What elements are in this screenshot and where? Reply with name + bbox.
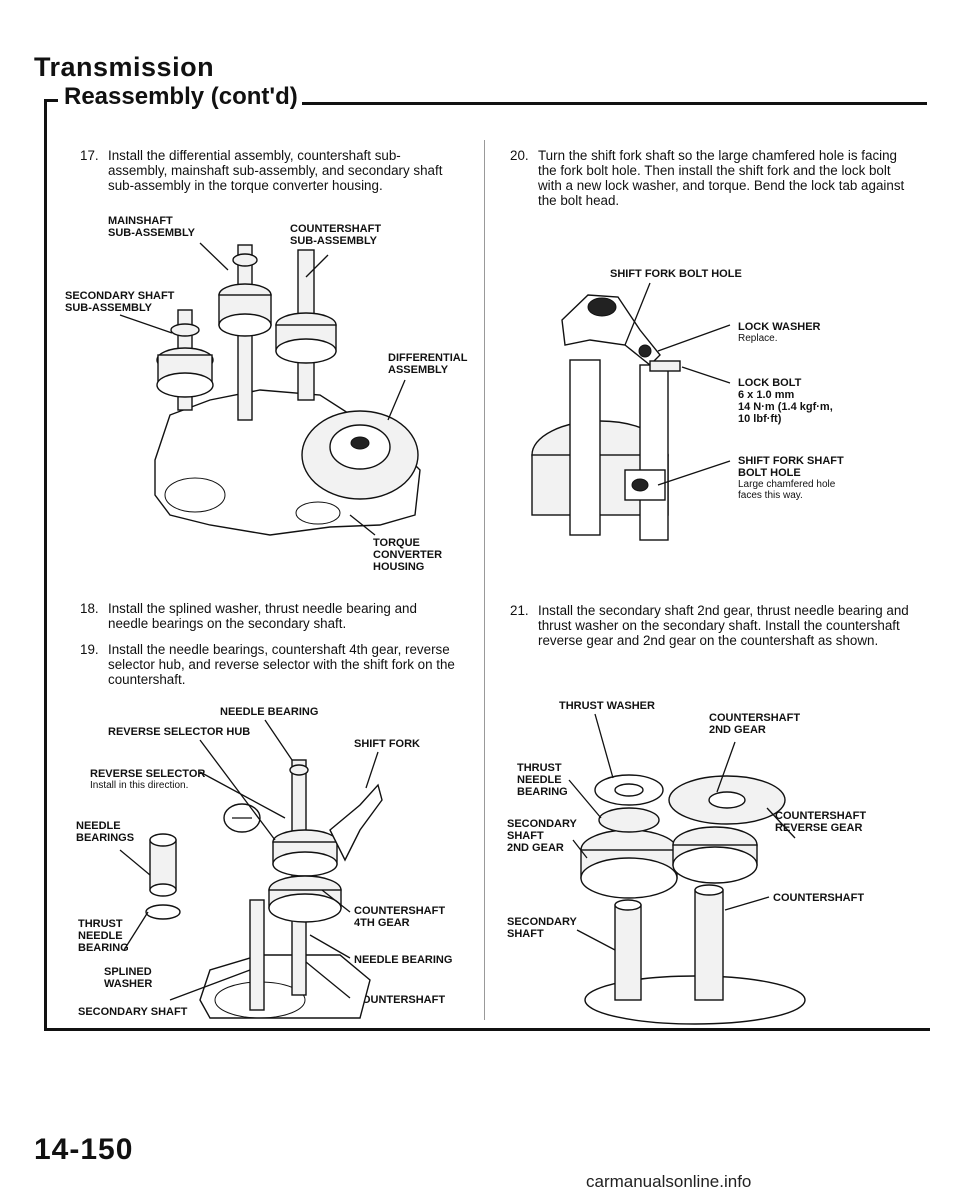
label-secondary-shaft: SECONDARY SHAFT <box>507 916 577 940</box>
label-secondary-sub: SECONDARY SHAFT SUB-ASSEMBLY <box>65 290 175 314</box>
label-countershaft-sub: COUNTERSHAFT SUB-ASSEMBLY <box>290 223 382 247</box>
housing-assembly-drawing <box>119 242 421 536</box>
figure-second-gears: THRUST WASHER COUNTERSHAFT 2ND GEAR THRU… <box>505 700 905 1025</box>
label-thrust-needle: THRUST NEEDLE BEARING <box>78 918 129 954</box>
label-secondary-shaft: SECONDARY SHAFT <box>78 1006 188 1018</box>
page-title: Transmission <box>34 52 215 82</box>
footer-rule <box>44 1028 930 1031</box>
label-cs-reverse: COUNTERSHAFT REVERSE GEAR <box>775 810 867 834</box>
label-splined-washer: SPLINED WASHER <box>104 966 153 990</box>
lock-bolt-spec: 6 x 1.0 mm 14 N·m (1.4 kgf·m, 10 lbf·ft) <box>738 389 833 425</box>
figure-shift-fork-bolt: SHIFT FORK BOLT HOLE LOCK WASHER Replace… <box>530 265 910 565</box>
bracket-left-rule <box>44 99 47 1031</box>
step-text: Install the differential assembly, count… <box>108 148 443 193</box>
step-number: 20. <box>510 148 529 163</box>
shaft-bolt-hole-note: Large chamfered hole faces this way. <box>738 479 836 501</box>
reverse-selector-note: Install in this direction. <box>90 780 189 791</box>
label-shaft-bolt-hole: SHIFT FORK SHAFT BOLT HOLE <box>738 455 844 479</box>
step-number: 17. <box>80 148 99 163</box>
label-housing: TORQUE CONVERTER HOUSING <box>373 537 443 573</box>
label-countershaft-4th: COUNTERSHAFT 4TH GEAR <box>354 905 446 929</box>
step-text: Install the secondary shaft 2nd gear, th… <box>538 603 909 648</box>
label-lock-bolt: LOCK BOLT <box>738 377 802 389</box>
label-needle-bearing-top: NEEDLE BEARING <box>220 706 319 718</box>
section-subtitle: Reassembly (cont'd) <box>64 83 298 110</box>
label-sec-2nd: SECONDARY SHAFT 2ND GEAR <box>507 818 577 854</box>
lock-washer-note: Replace. <box>738 333 778 344</box>
label-needle-bearings: NEEDLE BEARINGS <box>76 820 135 844</box>
figure-housing-assembly: MAINSHAFT SUB-ASSEMBLY COUNTERSHAFT SUB-… <box>60 215 470 585</box>
figure-countershaft-gears: NEEDLE BEARING REVERSE SELECTOR HUB SHIF… <box>60 700 475 1019</box>
step-number: 19. <box>80 642 99 657</box>
label-reverse-selector: REVERSE SELECTOR <box>90 768 206 780</box>
label-needle-bearing-bottom: NEEDLE BEARING <box>354 954 453 966</box>
step-21: 21. Install the secondary shaft 2nd gear… <box>510 603 910 667</box>
label-bolt-hole: SHIFT FORK BOLT HOLE <box>610 268 742 280</box>
label-differential: DIFFERENTIAL ASSEMBLY <box>388 352 468 376</box>
step-text: Install the splined washer, thrust needl… <box>108 601 417 631</box>
label-mainshaft: MAINSHAFT SUB-ASSEMBLY <box>108 215 195 239</box>
label-cs-2nd: COUNTERSHAFT 2ND GEAR <box>709 712 801 736</box>
step-number: 18. <box>80 601 99 616</box>
step-number: 21. <box>510 603 529 618</box>
column-divider <box>484 140 485 1020</box>
watermark: carmanualsonline.info <box>586 1172 752 1191</box>
label-lock-washer: LOCK WASHER <box>738 321 821 333</box>
countershaft-gears-drawing <box>119 719 383 1019</box>
header-rule <box>302 102 927 105</box>
second-gears-drawing <box>568 713 806 1025</box>
step-text: Turn the shift fork shaft so the large c… <box>538 148 905 208</box>
shift-fork-drawing <box>531 282 731 541</box>
label-shift-fork: SHIFT FORK <box>354 738 420 750</box>
label-countershaft: COUNTERSHAFT <box>773 892 865 904</box>
step-18: 18. Install the splined washer, thrust n… <box>80 601 460 633</box>
label-thrust-washer: THRUST WASHER <box>559 700 655 712</box>
page-number: 14-150 <box>34 1133 134 1166</box>
label-countershaft: COUNTERSHAFT <box>354 994 446 1006</box>
step-text: Install the needle bearings, countershaf… <box>108 642 455 687</box>
label-thrust-needle: THRUST NEEDLE BEARING <box>517 762 568 798</box>
bracket-corner <box>44 99 58 102</box>
step-17: 17. Install the differential assembly, c… <box>80 148 460 198</box>
step-19: 19. Install the needle bearings, counter… <box>80 642 460 690</box>
step-20: 20. Turn the shift fork shaft so the lar… <box>510 148 910 212</box>
label-reverse-selector-hub: REVERSE SELECTOR HUB <box>108 726 251 738</box>
